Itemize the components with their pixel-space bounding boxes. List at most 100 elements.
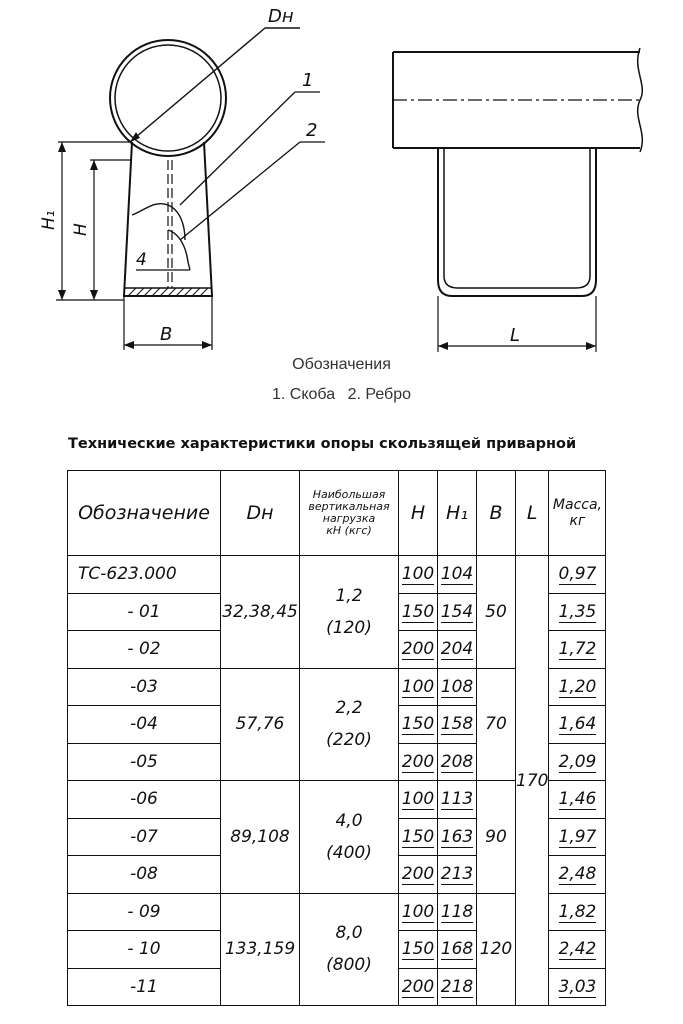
cell-dn: 57,76 [220,667,300,781]
header-load-line1: Наибольшая [312,488,386,501]
cell-code: -06 [67,780,221,819]
cell-mass: 1,82 [548,892,607,931]
label-l: L [510,325,520,346]
cell-h: 100 [398,892,438,931]
cell-h1: 218 [437,967,477,1006]
cell-mass-value: 3,03 [558,976,597,998]
cell-load-kgs: (220) [326,730,372,751]
cell-b: 50 [476,555,516,669]
cell-h-value: 150 [401,826,435,848]
label-h: H [71,223,91,236]
cell-h1: 154 [437,592,477,631]
cell-h1-value: 104 [440,564,474,586]
cell-h1: 208 [437,742,477,781]
cell-h1-value: 118 [440,901,474,923]
cell-load-kn: 1,2 [335,585,363,606]
cell-load: 2,2(220) [299,667,399,781]
cell-mass: 3,03 [548,967,607,1006]
cell-code: -04 [67,705,221,744]
label-h1: H₁ [39,210,59,230]
callout-2-leader [179,141,301,241]
cell-h1-value: 168 [440,939,474,961]
cell-h: 200 [398,967,438,1006]
cell-h1-value: 158 [440,714,474,736]
cell-mass: 1,46 [548,780,607,819]
label-callout-2: 2 [306,120,317,141]
cell-dn: 32,38,45 [220,555,300,669]
label-callout-1: 1 [302,70,313,91]
cell-h: 200 [398,855,438,894]
header-mass-line1: Масса, [552,497,602,513]
cell-mass-value: 1,46 [558,789,597,811]
cell-h-value: 150 [401,714,435,736]
h1-arrow-top [58,142,66,152]
cell-h-value: 200 [401,751,435,773]
cell-h: 150 [398,705,438,744]
header-h1: H₁ [437,470,477,556]
cell-h: 150 [398,817,438,856]
header-load-line3: нагрузка [322,512,376,525]
table-header-row: Обозначение Dн Наибольшая вертикальная н… [67,470,607,556]
cell-h: 100 [398,667,438,706]
cell-mass: 1,97 [548,817,607,856]
cell-mass: 2,48 [548,855,607,894]
cell-h1: 213 [437,855,477,894]
cell-code: -05 [67,742,221,781]
cell-code: - 10 [67,930,221,969]
cell-mass: 1,64 [548,705,607,744]
cell-load-kgs: (800) [326,955,372,976]
table-title: Технические характеристики опоры скользя… [68,436,577,452]
cell-h1: 168 [437,930,477,969]
header-b: B [476,470,516,556]
header-code: Обозначение [67,470,221,556]
cell-h: 200 [398,630,438,669]
cell-mass-value: 1,64 [558,714,597,736]
legend-title: Обозначения [292,356,391,373]
header-dn: Dн [220,470,300,556]
cell-h-value: 200 [401,639,435,661]
cell-h: 150 [398,930,438,969]
cell-h1-value: 163 [440,826,474,848]
cell-code: -07 [67,817,221,856]
cell-b: 70 [476,667,516,781]
cell-mass: 2,42 [548,930,607,969]
cell-h1: 163 [437,817,477,856]
label-4: 4 [136,250,147,270]
h-arrow-bottom [90,290,98,300]
u-bracket-outer [437,148,597,297]
header-h: H [398,470,438,556]
cell-h1: 118 [437,892,477,931]
u-bracket-inner [443,148,591,289]
cell-h-value: 200 [401,976,435,998]
legend-items: 1. Скоба 2. Ребро [0,386,683,404]
header-load-line2: вертикальная [308,500,390,513]
dn-arrow [130,132,140,142]
cell-code: -08 [67,855,221,894]
cell-load: 8,0(800) [299,892,399,1006]
cell-h-value: 100 [401,901,435,923]
cell-mass-value: 2,42 [558,939,597,961]
header-load: Наибольшая вертикальная нагрузка кН (кгс… [299,470,399,556]
cell-h1: 108 [437,667,477,706]
cell-load: 1,2(120) [299,555,399,669]
cell-mass: 1,72 [548,630,607,669]
cell-mass: 1,35 [548,592,607,631]
cell-mass-value: 1,20 [558,676,597,698]
cell-mass: 0,97 [548,555,607,594]
technical-drawing: Dн 1 2 4 H₁ H B L [39,6,643,352]
cell-b: 90 [476,780,516,894]
legend-item-bracket: 1. Скоба [271,386,336,403]
cell-h1: 158 [437,705,477,744]
cell-dn: 89,108 [220,780,300,894]
cell-h1-value: 113 [440,789,474,811]
specifications-table: Обозначение Dн Наибольшая вертикальная н… [67,470,607,1006]
cell-code: ТС-623.000 [67,555,221,594]
cell-mass-value: 0,97 [558,564,597,586]
h1-arrow-bottom [58,290,66,300]
